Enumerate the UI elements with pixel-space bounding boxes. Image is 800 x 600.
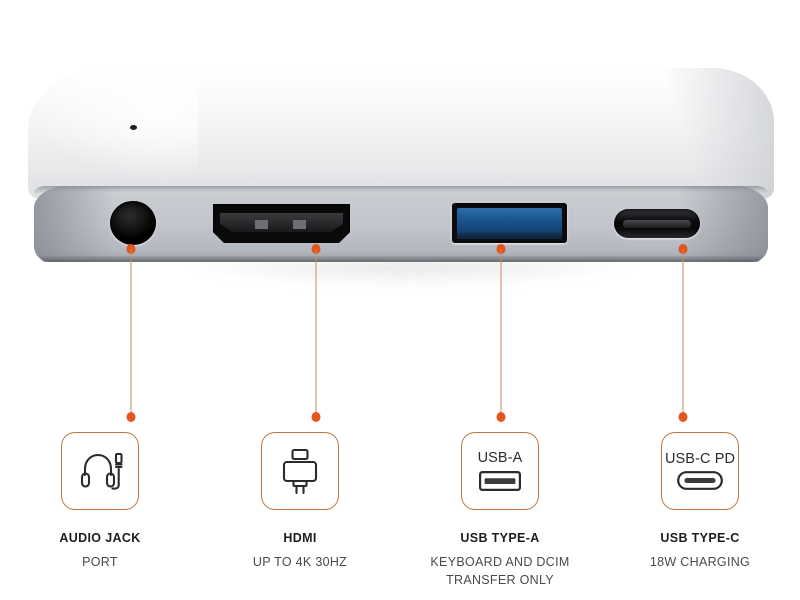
led-indicator — [130, 125, 137, 130]
callout-dot-bottom — [126, 412, 135, 422]
hdmi-plug-icon — [274, 445, 326, 497]
product-image — [28, 68, 774, 322]
audio-jack-port — [110, 201, 156, 245]
callout-leader-usb-a — [496, 244, 505, 422]
feature-subtitle: KEYBOARD AND DCIM TRANSFER ONLY — [430, 554, 570, 587]
feature-title: AUDIO JACK — [59, 531, 141, 545]
device-front-bottom-edge — [40, 256, 762, 262]
usb-c-icon-label: USB-C PD — [664, 450, 736, 467]
feature-icon-box-usb-c: USB-C PD — [661, 432, 739, 510]
device-top-highlight — [28, 68, 198, 200]
device-top-right-shading — [624, 68, 774, 200]
usb-a-port — [452, 203, 567, 243]
feature-subtitle: PORT — [82, 554, 118, 569]
callout-dot-bottom — [496, 412, 505, 422]
feature-icon-box-hdmi — [261, 432, 339, 510]
feature-title: USB TYPE-C — [660, 531, 740, 545]
usb-c-port-tongue — [623, 220, 691, 228]
feature-icon-box-audio-jack — [61, 432, 139, 510]
feature-audio-jack: AUDIO JACK PORT — [0, 432, 200, 571]
callout-line — [315, 249, 316, 417]
usb-c-port — [614, 209, 700, 238]
hdmi-port — [213, 204, 350, 243]
hdmi-port-pin — [293, 220, 306, 229]
feature-list: AUDIO JACK PORT HDMI UP TO 4K 30HZ — [0, 432, 800, 600]
feature-hdmi: HDMI UP TO 4K 30HZ — [200, 432, 400, 571]
device-front-left-shading — [34, 186, 114, 262]
feature-usb-type-c: USB-C PD USB TYPE-C 18W CHARGING — [600, 432, 800, 571]
feature-title: HDMI — [283, 531, 317, 545]
callout-line — [130, 249, 131, 417]
product-shadow — [90, 262, 730, 322]
feature-subtitle: 18W CHARGING — [649, 554, 751, 569]
hdmi-port-cavity — [220, 213, 343, 232]
hdmi-port-pin — [255, 220, 268, 229]
usb-a-icon-label: USB-A — [477, 450, 523, 467]
callout-leader-hdmi — [311, 244, 320, 422]
usb-a-port-icon — [479, 470, 521, 491]
usb-c-port-icon — [677, 471, 723, 491]
callout-line — [500, 249, 501, 417]
callout-dot-bottom — [678, 412, 687, 422]
device-front-top-edge — [34, 186, 768, 193]
usb-a-port-cavity — [457, 208, 562, 234]
feature-subtitle: UP TO 4K 30HZ — [252, 554, 348, 569]
callout-dot-bottom — [311, 412, 320, 422]
usb-a-port-tongue — [457, 232, 562, 239]
feature-icon-box-usb-a: USB-A — [461, 432, 539, 510]
callout-leader-usb-c — [678, 244, 687, 422]
feature-usb-type-a: USB-A USB TYPE-A KEYBOARD AND DCIM TRANS… — [400, 432, 600, 589]
callout-leader-audio-jack — [126, 244, 135, 422]
callout-line — [682, 249, 683, 417]
headphones-icon — [74, 445, 126, 497]
feature-title: USB TYPE-A — [460, 531, 540, 545]
